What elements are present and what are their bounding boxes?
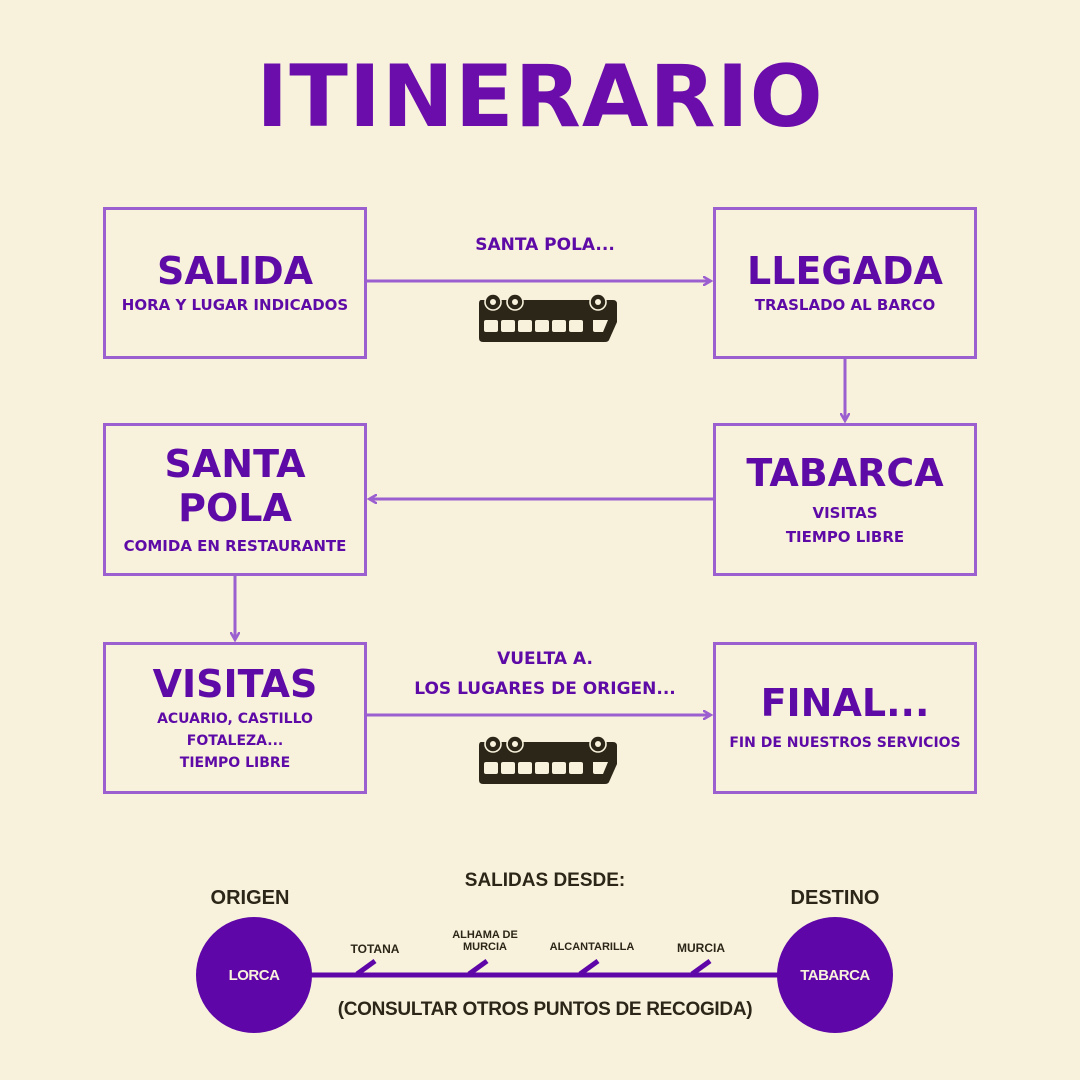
stop-tick — [355, 958, 377, 977]
origin-circle: LORCA — [196, 917, 312, 1033]
step-detail: TIEMPO LIBRE — [785, 527, 905, 546]
destination-name: TABARCA — [800, 966, 870, 984]
origin-label: ORIGEN — [210, 887, 290, 909]
connector-label-line: LOS LUGARES DE ORIGEN... — [414, 679, 676, 699]
step-heading: FINAL... — [760, 681, 930, 725]
destination-circle: TABARCA — [777, 917, 893, 1033]
step-heading: SALIDA — [156, 249, 314, 293]
step-santa-pola: SANTA POLA COMIDA EN RESTAURANTE — [103, 423, 367, 576]
step-llegada: LLEGADA TRASLADO AL BARCO — [713, 207, 977, 359]
origin-name: LORCA — [228, 966, 280, 984]
page-title: ITINERARIO — [256, 47, 824, 147]
step-detail: HORA Y LUGAR INDICADOS — [121, 296, 349, 314]
step-detail: TRASLADO AL BARCO — [754, 296, 936, 314]
stop-name-line: ALHAMA DE — [452, 929, 518, 941]
destination-label: DESTINO — [790, 887, 880, 909]
step-detail: FIN DE NUESTROS SERVICIOS — [729, 735, 961, 751]
step-heading: LLEGADA — [747, 249, 943, 293]
stop-name-line: MURCIA — [463, 941, 507, 953]
step-heading: POLA — [178, 485, 292, 530]
connector-label-top: SANTA POLA... — [475, 235, 615, 255]
step-visitas: VISITAS ACUARIO, CASTILLO FOTALEZA... TI… — [103, 642, 367, 794]
connector-label-line: VUELTA A. — [497, 649, 593, 669]
step-final: FINAL... FIN DE NUESTROS SERVICIOS — [713, 642, 977, 794]
step-detail: COMIDA EN RESTAURANTE — [123, 536, 347, 555]
connector-label-bottom: VUELTA A. LOS LUGARES DE ORIGEN... — [380, 644, 710, 704]
stop-tick — [690, 958, 712, 977]
step-heading: TABARCA — [746, 450, 944, 495]
stop-totana: TOTANA — [350, 942, 400, 956]
route-note: (CONSULTAR OTROS PUNTOS DE RECOGIDA) — [337, 999, 753, 1020]
step-detail: FOTALEZA... — [186, 733, 284, 749]
stop-alhama-de-murcia: ALHAMA DE MURCIA — [435, 929, 535, 953]
stop-alcantarilla: ALCANTARILLA — [549, 941, 635, 953]
route-heading: SALIDAS DESDE: — [464, 870, 626, 891]
step-heading: VISITAS — [152, 662, 318, 706]
step-salida: SALIDA HORA Y LUGAR INDICADOS — [103, 207, 367, 359]
step-detail: TIEMPO LIBRE — [179, 755, 291, 771]
stop-murcia: MURCIA — [677, 941, 725, 955]
stop-tick — [467, 958, 489, 977]
step-tabarca: TABARCA VISITAS TIEMPO LIBRE — [713, 423, 977, 576]
step-heading: SANTA — [164, 441, 306, 486]
step-detail: ACUARIO, CASTILLO — [157, 711, 313, 727]
stop-tick — [578, 958, 600, 977]
step-detail: VISITAS — [812, 503, 878, 522]
